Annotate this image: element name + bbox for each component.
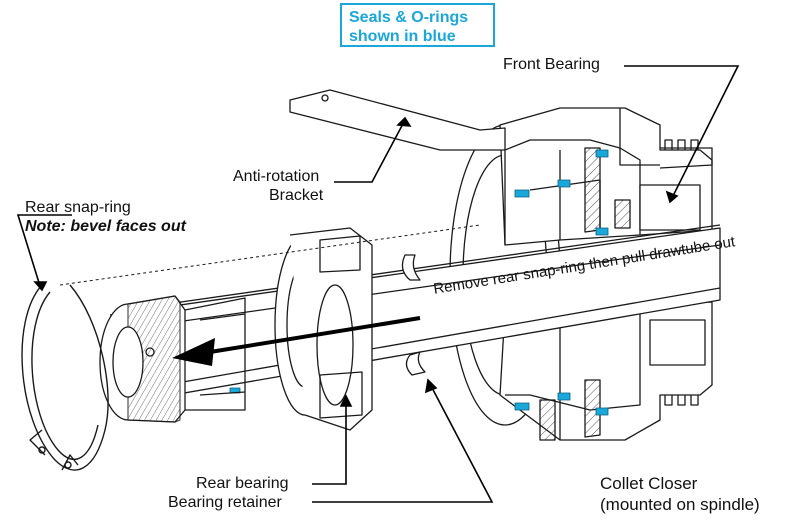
anti-rotation-label-line-2: Bracket <box>269 187 324 204</box>
drawtube-rear-nut <box>99 295 246 423</box>
legend-line-1: Seals & O-rings <box>349 9 469 26</box>
anti-rotation-bracket <box>289 89 506 151</box>
leader-lines <box>16 65 740 503</box>
collet-closer-label-line-2: (mounted on spindle) <box>600 495 760 514</box>
drawtube <box>109 224 721 406</box>
collet-closer-housing <box>449 107 713 441</box>
bevel-note-label: Note: bevel faces out <box>25 218 186 235</box>
rear-snap-ring <box>21 284 109 471</box>
rear-bearing <box>274 227 373 431</box>
front-bearing-label: Front Bearing <box>503 56 600 73</box>
bearing-retainer-label: Bearing retainer <box>168 494 282 511</box>
rear-snap-ring-label: Rear snap-ring <box>25 199 131 216</box>
anti-rotation-label-line-1: Anti-rotation <box>233 168 320 185</box>
rear-bearing-label: Rear bearing <box>196 475 289 492</box>
collet-closer-label-line-1: Collet Closer <box>600 474 698 493</box>
legend-line-2: shown in blue <box>349 28 456 45</box>
legend-box: Seals & O-rings shown in blue <box>340 3 495 47</box>
pull-out-arrow <box>172 316 421 366</box>
bearing-retainer-shape <box>401 254 426 376</box>
